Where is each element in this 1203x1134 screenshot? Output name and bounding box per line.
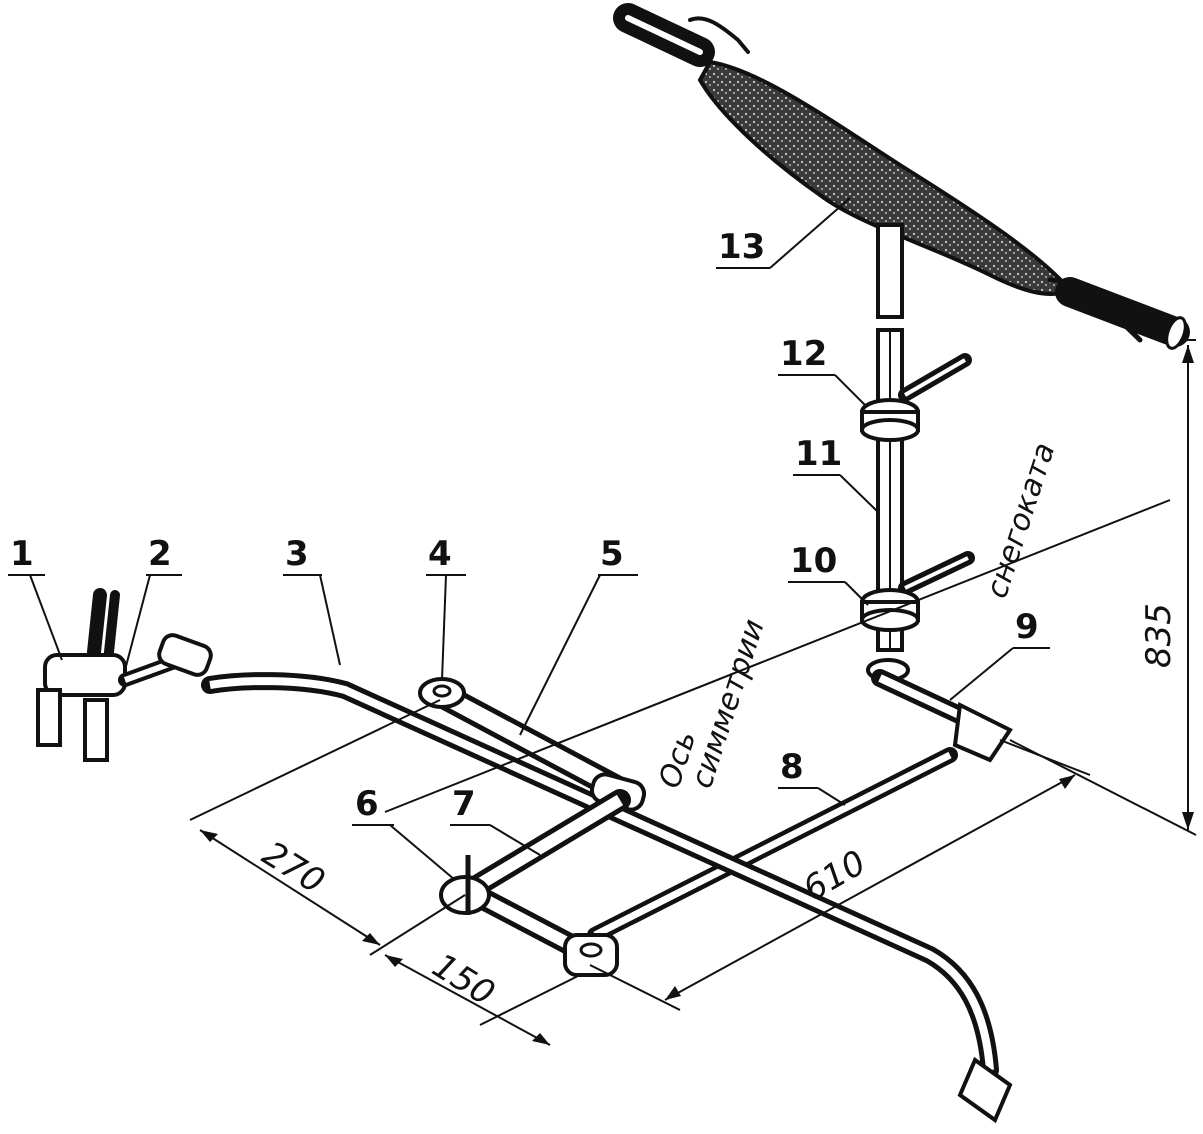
- label-4: 4: [428, 534, 452, 574]
- label-10: 10: [790, 541, 837, 581]
- label-2: 2: [148, 534, 172, 574]
- brake-lever-right: [1047, 277, 1143, 343]
- label-13: 13: [718, 227, 765, 267]
- label-11: 11: [795, 434, 842, 474]
- dimension-270: 270: [189, 699, 466, 956]
- label-12: 12: [780, 334, 827, 374]
- label-1: 1: [10, 534, 34, 574]
- label-8: 8: [780, 747, 804, 787]
- steering-lever: [871, 669, 1013, 763]
- steering-column: [860, 223, 975, 682]
- label-3: 3: [285, 534, 309, 574]
- main-rod: [201, 672, 1013, 1124]
- rear-fork: [957, 1056, 1013, 1124]
- dimension-150: 150: [384, 946, 581, 1046]
- clamp: [36, 588, 213, 762]
- dim-835-label: 835: [1139, 603, 1179, 668]
- brake-lever-left: [688, 16, 750, 54]
- link-arm: [418, 677, 647, 812]
- callouts: 1 2 3 4 5 6 7 8 9 10 11 12: [8, 197, 1050, 881]
- handlebar-grip: [697, 59, 1074, 297]
- label-7: 7: [452, 784, 476, 824]
- link-7: [439, 789, 631, 977]
- label-9: 9: [1015, 607, 1039, 647]
- lever-fork: [952, 701, 1013, 763]
- dim-150-label: 150: [425, 946, 501, 1014]
- axis-word-3: снегоката: [979, 438, 1062, 602]
- handlebar: [613, 3, 1190, 350]
- label-5: 5: [600, 534, 624, 574]
- dimension-835: 835: [1009, 339, 1197, 836]
- dim-270-label: 270: [255, 834, 331, 902]
- clamp-fork: [157, 633, 213, 677]
- axis-word-2: симметрии: [684, 615, 771, 792]
- label-6: 6: [355, 784, 379, 824]
- tie-rod-long: [587, 747, 958, 943]
